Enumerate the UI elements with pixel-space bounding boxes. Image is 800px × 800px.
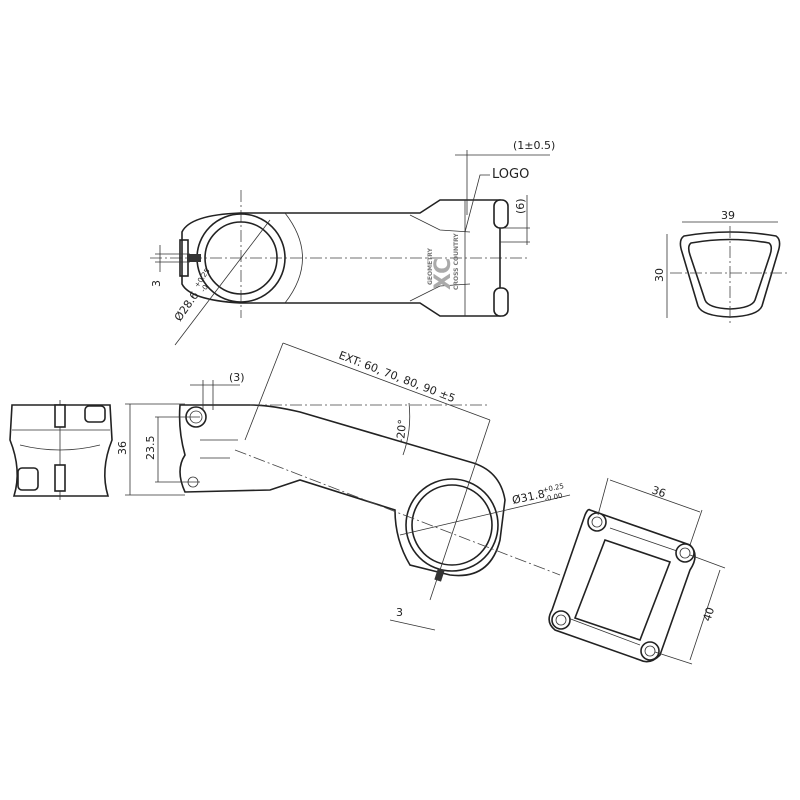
- logo-xc: XC: [431, 258, 456, 290]
- angle-label: -20°: [394, 419, 409, 444]
- side-view: EXT: 60, 70, 80, 90 ±5 -20° Ø31.8 +0.25 …: [116, 342, 571, 631]
- clamp-tol-lower: -0: [199, 283, 210, 293]
- bar-diameter-label: Ø31.8: [511, 487, 546, 507]
- stack-height-label: 36: [116, 441, 129, 455]
- logo-cross-country: CROSS COUNTRY: [453, 233, 460, 290]
- front-view: [9, 400, 113, 500]
- extension-label: EXT: 60, 70, 80, 90 ±5: [337, 349, 457, 405]
- section-height-label: 30: [653, 268, 666, 282]
- logo-width-label: (6): [514, 198, 527, 214]
- faceplate-height-label: 40: [700, 606, 717, 623]
- clamp-diameter-label: Ø28.6: [172, 289, 202, 324]
- logo-gap-label: (1±0.5): [513, 139, 555, 152]
- faceplate-view: 36 40: [548, 477, 726, 665]
- top-view: XC CROSS COUNTRY GEOMETRY (1±0.5) LOGO (…: [150, 139, 555, 346]
- section-view: 39 30: [653, 209, 790, 325]
- logo-callout: LOGO: [492, 167, 529, 182]
- section-width-label: 39: [721, 209, 735, 222]
- slot-width-label: 3: [150, 280, 163, 287]
- bolt-offset-label: (3): [229, 371, 245, 384]
- logo-geometry: GEOMETRY: [427, 247, 434, 285]
- inner-height-label: 23.5: [144, 436, 157, 461]
- slot-width-side-label: 3: [396, 606, 403, 619]
- bar-tol-lower: -0.00: [544, 492, 563, 504]
- faceplate-width-label: 36: [650, 484, 667, 501]
